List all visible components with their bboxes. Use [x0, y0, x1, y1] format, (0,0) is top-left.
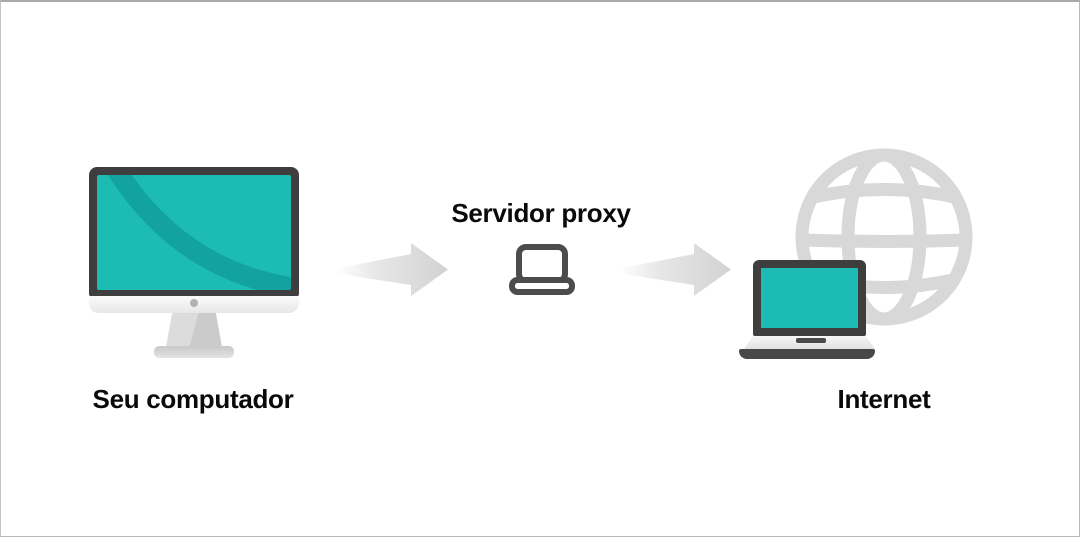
desktop-stand-neck [166, 313, 222, 347]
desktop-camera-dot [190, 299, 198, 307]
desktop-screen [97, 175, 291, 290]
laptop-base [739, 349, 875, 359]
globe-icon [795, 148, 973, 326]
arrow-right-icon [620, 243, 731, 296]
node-label-your-computer: Seu computador [92, 384, 294, 414]
laptop-outline-icon [509, 244, 575, 295]
desktop-stand-base [154, 346, 234, 358]
arrow-right-icon [337, 243, 448, 296]
laptop-touchpad [796, 338, 826, 343]
laptop-screen [761, 268, 858, 328]
node-label-proxy-server: Servidor proxy [451, 198, 631, 228]
desktop-computer-icon [89, 167, 299, 297]
screen-swoosh [107, 175, 291, 290]
node-label-internet: Internet [837, 384, 931, 414]
